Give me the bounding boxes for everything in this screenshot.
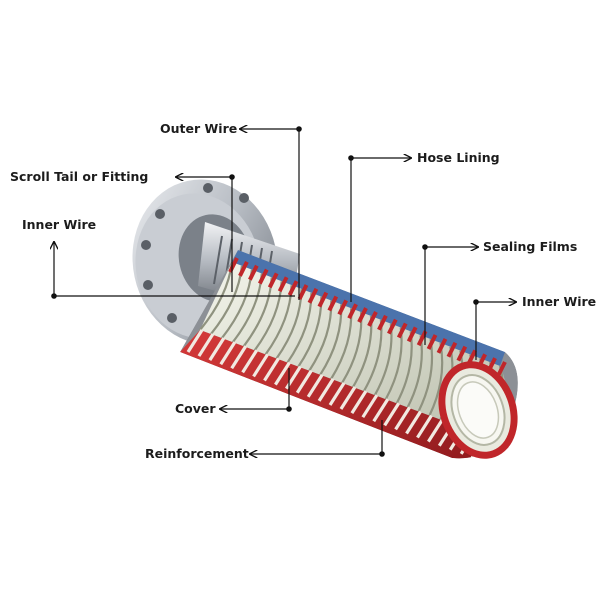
hose-lining-dot xyxy=(348,155,354,161)
cover-stripe-top xyxy=(277,276,289,293)
cover-stripe xyxy=(361,394,379,419)
cover-stripe xyxy=(263,357,280,382)
cover-stripe-top xyxy=(267,272,279,289)
labels: Outer Wire Hose Lining Scroll Tail or Fi… xyxy=(10,121,596,461)
cover-stripe xyxy=(208,337,226,362)
reinforcement-leader xyxy=(250,420,383,454)
cover-stripe xyxy=(274,361,291,386)
cover-stripe xyxy=(405,410,422,435)
sealing-films-label: Sealing Films xyxy=(483,239,577,254)
outer-wire-label: Outer Wire xyxy=(160,121,237,136)
inner-wire-left-label: Inner Wire xyxy=(22,217,96,232)
cover-stripe-top xyxy=(317,291,329,308)
cover-stripe xyxy=(328,382,346,406)
cover-stripe xyxy=(241,349,258,374)
cover-stripe-top xyxy=(287,280,299,297)
cover-stripe-top xyxy=(387,318,398,335)
sealing-films-dot xyxy=(422,244,428,250)
cover-stripe-top xyxy=(337,299,348,316)
leader-lines xyxy=(51,126,516,457)
cover-stripe xyxy=(295,369,313,394)
hose-illustration xyxy=(132,179,518,459)
cover-stripe xyxy=(372,398,390,423)
cover-stripe-top xyxy=(327,295,339,312)
inner-wire-right-label: Inner Wire xyxy=(522,294,596,309)
cover-stripe xyxy=(394,406,411,431)
cover-stripe xyxy=(252,353,269,378)
hose-lining-leader xyxy=(350,158,411,302)
cover-stripe-top xyxy=(228,257,239,273)
cover-stripe-top xyxy=(446,341,458,358)
cover-stripe xyxy=(219,341,237,366)
cover-stripe-top xyxy=(496,361,507,377)
cover-stripe-top xyxy=(347,303,358,320)
hose-lining-label: Hose Lining xyxy=(417,150,500,165)
cover-stripe xyxy=(306,373,324,398)
cover-stripe-top xyxy=(456,345,468,362)
cover-stripe xyxy=(230,345,248,370)
cover-label: Cover xyxy=(175,401,216,416)
cover-stripe xyxy=(339,386,357,410)
scroll-tail-label: Scroll Tail or Fitting xyxy=(10,169,148,184)
cover-stripe xyxy=(317,378,335,402)
scroll-tail-dot xyxy=(229,174,235,180)
cover-stripe xyxy=(416,414,433,439)
outer-wire-dot xyxy=(296,126,302,132)
cover-stripe-top xyxy=(396,322,408,339)
cover-stripe-top xyxy=(426,334,438,350)
cover-stripe-top xyxy=(436,337,448,354)
cover-dot xyxy=(286,406,292,412)
cover-stripe-top xyxy=(238,260,249,277)
cover-stripe-top xyxy=(377,314,388,331)
cover-stripe xyxy=(186,329,204,353)
inner-wire-right-dot xyxy=(473,299,479,305)
cover-stripe xyxy=(197,333,215,357)
inner-wire-left-dot xyxy=(51,293,57,299)
cover-stripe-top xyxy=(257,268,269,285)
cover-stripe xyxy=(383,402,401,427)
reinforcement-dot xyxy=(379,451,385,457)
cover-stripe-top xyxy=(307,287,319,304)
hose-end-ring xyxy=(438,361,518,459)
cover-stripe xyxy=(350,390,368,414)
corrugated-hose-icon xyxy=(180,250,518,459)
cover-stripe-top xyxy=(357,307,368,323)
cover-stripe-top xyxy=(248,264,259,281)
cover-stripe-top xyxy=(367,311,378,327)
reinforcement-label: Reinforcement xyxy=(145,446,249,461)
cover-stripe-top xyxy=(297,284,309,300)
cover-stripe xyxy=(427,418,444,443)
cover-stripe-top xyxy=(406,326,418,343)
